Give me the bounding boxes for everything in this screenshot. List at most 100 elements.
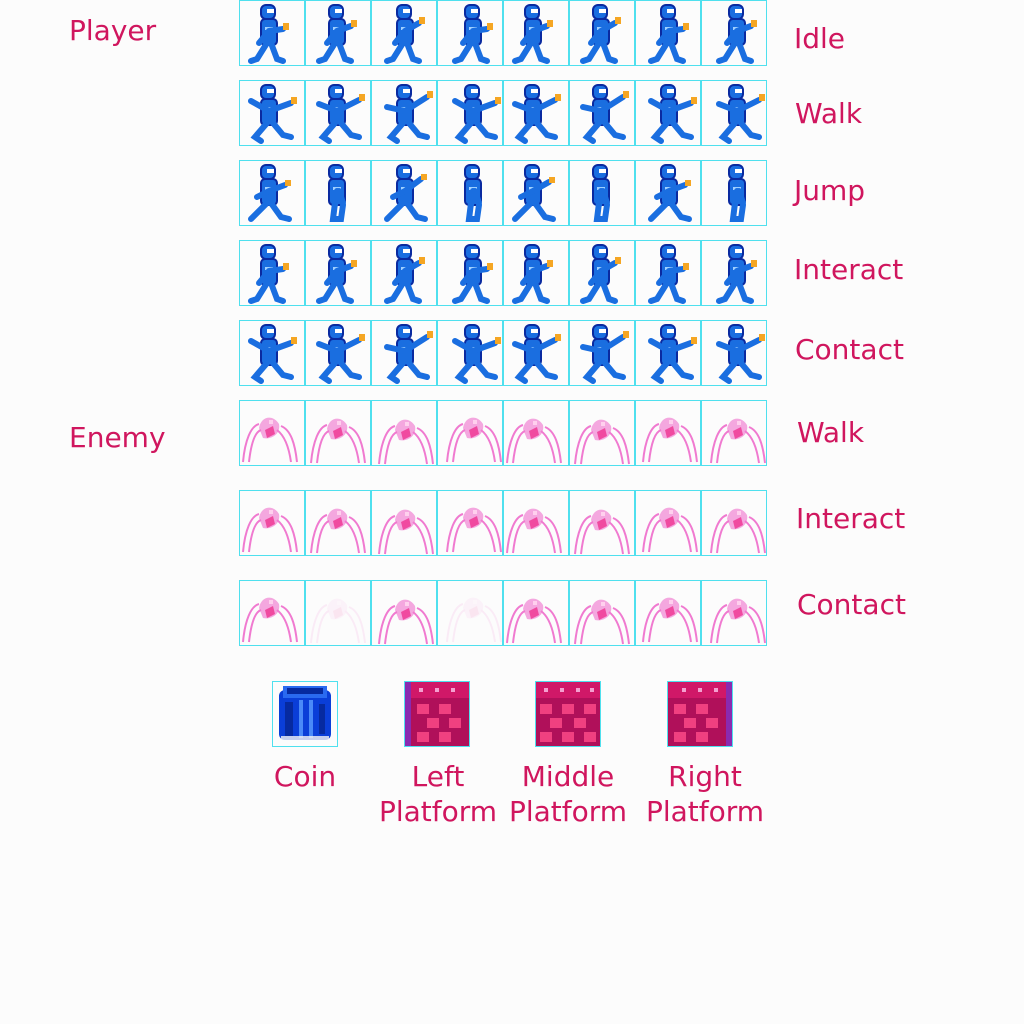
player-sprite-frame [635,80,701,146]
player-sprite-frame [569,240,635,306]
player-sprite-frame [503,80,569,146]
enemy-sprite-frame [437,580,503,646]
player-sprite-icon [452,244,493,304]
enemy-sprite-icon [642,597,698,643]
enemy-sprite-icon [642,507,698,553]
player-sprite-frame [437,160,503,226]
player-sprite-frame [305,240,371,306]
tile-caption-line: Platform [645,795,765,828]
enemy-sprite-frame [635,580,701,646]
enemy-sprite-icon [378,599,434,645]
player-sprite-frame [503,240,569,306]
right-platform-tile [667,681,733,747]
player-sprite-frame [239,0,305,66]
left-platform-tile [404,681,470,747]
player-sprite-icon [452,324,501,384]
player-sprite-frame [569,0,635,66]
player-sprite-icon [648,4,689,64]
enemy-sprite-frame [239,490,305,556]
player-sprite-icon [452,4,493,64]
player-sprite-frame [371,80,437,146]
player-sprite-icon [384,244,425,304]
enemy-sprite-frame [503,400,569,466]
player-sprite-icon [512,84,561,144]
enemy-sprite-icon [506,508,562,554]
enemy-sprite-frame [239,580,305,646]
player-sprite-icon [716,4,757,64]
coin-tile [272,681,338,747]
tile-caption-line: Platform [508,795,628,828]
player-sprite-icon [316,324,365,384]
player-sprite-frame [371,320,437,386]
enemy-sprite-icon [710,598,766,644]
enemy-sprite-icon [446,597,502,643]
tile-caption-coin: Coin [255,759,355,794]
enemy-sprite-icon [378,419,434,465]
enemy-sprite-icon [574,599,630,645]
player-sprite-frame [305,80,371,146]
enemy-sprite-icon [310,508,366,554]
player-sprite-icon [580,84,629,144]
player-sprite-icon [384,164,428,222]
player-sprite-icon [648,164,692,222]
tile-caption-line: Right [668,760,742,793]
enemy-sprite-icon [446,507,502,553]
player-sprite-frame [371,0,437,66]
section-label-player: Player [69,14,157,47]
player-sprite-frame [569,320,635,386]
player-sprite-icon [316,4,357,64]
player-sprite-frame [437,320,503,386]
tile-caption-right-platform: Right Platform [640,759,770,829]
enemy-sprite-frame [371,490,437,556]
enemy-sprite-frame [437,490,503,556]
player-sprite-frame [503,160,569,226]
coin-icon [279,686,331,740]
player-sprite-frame [569,160,635,226]
tile-caption-line: Middle [521,760,615,793]
player-sprite-icon [452,84,501,144]
enemy-sprite-icon [378,509,434,555]
enemy-sprite-frame [437,400,503,466]
player-sprite-icon [512,324,561,384]
player-sprite-icon [248,244,289,304]
enemy-sprite-frame [569,400,635,466]
player-sprite-frame [437,0,503,66]
enemy-sprite-frame [569,490,635,556]
player-sprite-frame [701,160,767,226]
enemy-sprite-frame [635,400,701,466]
player-sprite-icon [592,164,610,222]
enemy-sprite-icon [574,419,630,465]
player-sprite-icon [716,244,757,304]
player-sprite-icon [728,164,746,222]
player-sprite-icon [512,4,553,64]
player-sprite-frame [503,0,569,66]
enemy-sprite-icon [574,509,630,555]
row-label: Idle [794,22,846,55]
enemy-sprite-frame [371,400,437,466]
player-sprite-frame [503,320,569,386]
tile-caption-middle-platform: Middle Platform [503,759,633,829]
row-label: Walk [797,416,865,449]
row-label: Contact [795,333,904,366]
player-sprite-icon [384,324,433,384]
player-sprite-icon [716,84,765,144]
enemy-sprite-frame [701,490,767,556]
player-sprite-frame [701,80,767,146]
player-sprite-icon [512,244,553,304]
player-sprite-frame [635,0,701,66]
enemy-sprite-frame [305,490,371,556]
row-label: Jump [794,174,866,207]
platform-right-icon [668,682,732,746]
enemy-sprite-frame [569,580,635,646]
player-sprite-frame [305,320,371,386]
enemy-sprite-icon [710,508,766,554]
enemy-sprite-frame [305,400,371,466]
enemy-sprite-icon [242,597,298,643]
player-sprite-frame [437,80,503,146]
enemy-sprite-frame [305,580,371,646]
tile-caption-line: Platform [378,795,498,828]
middle-platform-tile [535,681,601,747]
enemy-sprite-frame [701,580,767,646]
enemy-sprite-frame [371,580,437,646]
